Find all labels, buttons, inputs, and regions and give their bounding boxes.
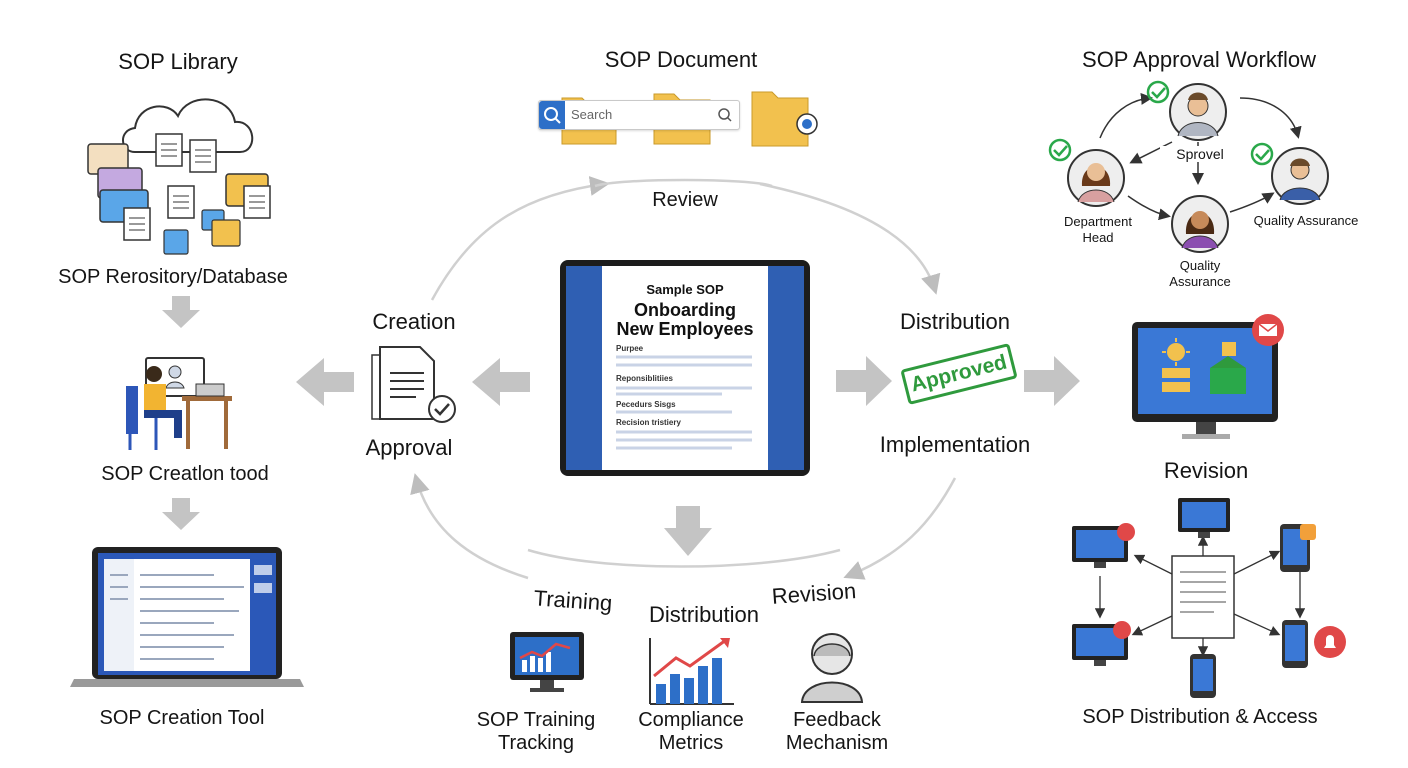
cycle-arc-top-bracket: [594, 178, 773, 188]
feedback-person-icon: [800, 633, 864, 703]
compliance-line2: Metrics: [658, 732, 724, 754]
quality-assurance-right-avatar: [1271, 147, 1329, 205]
doc-title-line1: Onboarding: [634, 300, 736, 320]
laptop-app-icon: [70, 547, 304, 687]
feedback-line2: Mechanism: [785, 732, 889, 754]
phone-bottom-center: [1190, 654, 1216, 698]
approval-workflow-diagram: [1048, 80, 1329, 253]
phone-top-right: [1280, 524, 1316, 572]
block-arrow-down-2: [162, 498, 200, 530]
doc-section-2: Reponsiblitiies: [616, 374, 673, 383]
revision-monitor-icon: [1132, 314, 1284, 439]
doc-section-4: Recision tristiery: [616, 418, 681, 427]
creation-label: Creation: [372, 309, 456, 334]
feedback-line1: Feedback: [793, 709, 881, 731]
cycle-arc-bottom: [527, 548, 841, 568]
document-title: SOP Document: [604, 47, 758, 72]
bottom-distribution-label: Distribution: [648, 602, 760, 627]
approver-avatar: [1169, 83, 1227, 141]
department-head-line1: Department: [1064, 214, 1132, 229]
cycle-arc-implementation-to-revision: [843, 477, 957, 580]
magnifier-icon: [718, 108, 732, 122]
compliance-bar-chart-icon: [649, 638, 734, 705]
compliance-line1: Compliance: [638, 709, 744, 731]
training-tracking-line1: SOP Training: [476, 709, 596, 731]
block-arrow-down-center: [664, 506, 712, 556]
department-head-line2: Head: [1082, 230, 1114, 245]
cycle-arc-training-to-approval: [410, 473, 529, 580]
training-tracking-line2: Tracking: [498, 732, 574, 754]
quality-assurance-bottom-avatar: [1171, 195, 1229, 253]
approver-label: Sprovel: [1160, 146, 1240, 162]
document-check-icon: [371, 346, 456, 423]
doc-kicker: Sample SOP: [646, 282, 724, 297]
monitor-bottom-left: [1072, 621, 1131, 666]
doc-section-3: Pecedurs Sisgs: [616, 400, 676, 409]
block-arrow-left-2: [472, 358, 530, 406]
library-title: SOP Library: [118, 49, 238, 74]
block-arrow-left-1: [296, 358, 354, 406]
training-monitor-icon: [510, 632, 584, 692]
search-placeholder: Search: [571, 107, 613, 122]
phone-bottom-right: [1282, 620, 1346, 668]
monitor-top-center: [1178, 498, 1230, 538]
right-revision-label: Revision: [1163, 458, 1249, 483]
repository-label: SOP Rerository/Database: [58, 266, 288, 288]
quality-assurance-bottom-line2: Assurance: [1169, 274, 1231, 289]
monitor-top-left: [1072, 523, 1135, 568]
search-icon[interactable]: [539, 101, 565, 129]
quality-assurance-right-label: Quality Assurance: [1253, 213, 1359, 228]
block-arrow-right-1: [836, 356, 892, 406]
creation-tool-top-label: SOP Creatlon tood: [101, 463, 269, 485]
workflow-title: SOP Approval Workflow: [1082, 47, 1316, 72]
implementation-label: Implementation: [879, 432, 1031, 457]
library-cloud-files-icon: [87, 98, 271, 255]
doc-text-lines: [616, 355, 752, 450]
block-arrow-right-2: [1024, 356, 1080, 406]
creation-tool-bottom-label: SOP Creation Tool: [99, 707, 265, 729]
review-label: Review: [652, 189, 718, 211]
quality-assurance-bottom-line1: Quality: [1179, 258, 1221, 273]
check-icons: [1048, 80, 1274, 166]
department-head-avatar: [1067, 149, 1125, 207]
sop-document-page: Sample SOP Onboarding New Employees Purp…: [602, 266, 768, 470]
cycle-arc-creation-to-review: [430, 176, 610, 301]
distribution-label: Distribution: [899, 309, 1011, 334]
search-input[interactable]: Search: [538, 100, 740, 130]
sop-tablet: Sample SOP Onboarding New Employees Purp…: [560, 260, 810, 476]
approval-label: Approval: [365, 435, 453, 460]
distribution-network-icon: [1072, 498, 1346, 698]
block-arrow-down-1: [162, 296, 200, 328]
cycle-arc-review-to-distribution: [759, 182, 941, 295]
doc-title-line2: New Employees: [616, 319, 754, 339]
doc-section-1: Purpee: [616, 344, 644, 353]
distribution-access-label: SOP Distribution & Access: [1082, 706, 1318, 728]
person-at-desk-icon: [126, 357, 232, 450]
